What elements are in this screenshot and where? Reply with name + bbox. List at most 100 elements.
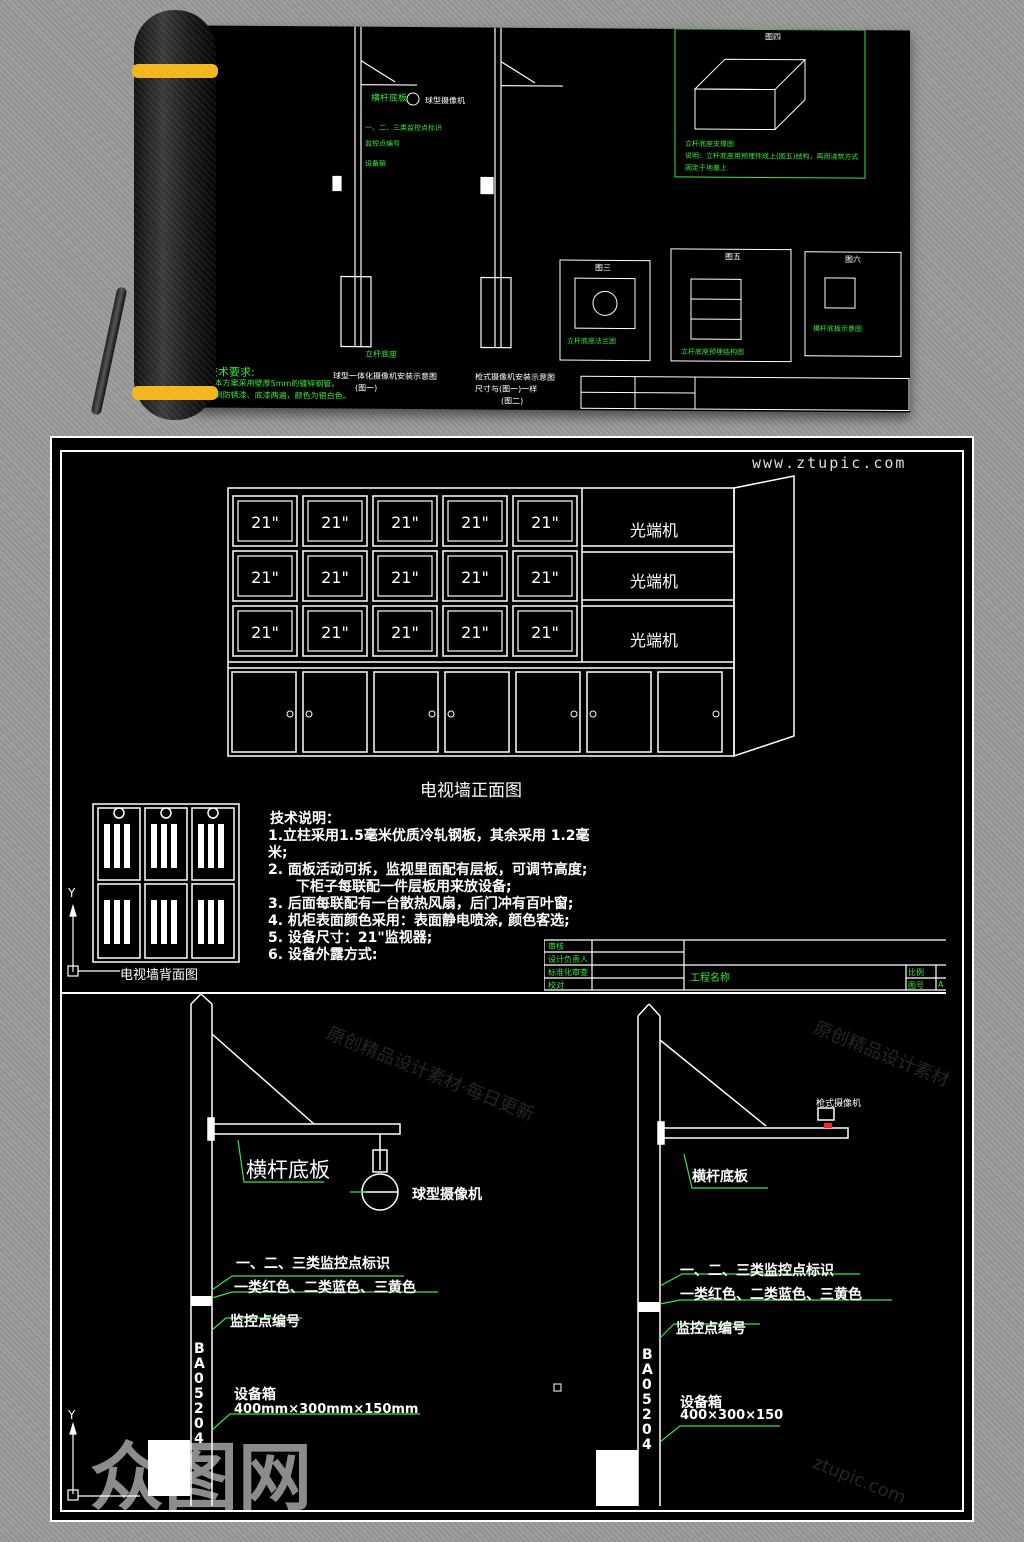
door-knob <box>286 710 294 718</box>
door-knob <box>589 710 597 718</box>
monitor-screen <box>517 555 573 597</box>
monitor-screen <box>237 555 293 597</box>
left-box-size: 400mm×300mm×150mm <box>234 1402 419 1417</box>
monitor-size-label: 21" <box>461 568 489 587</box>
vent-slot <box>171 824 177 868</box>
vent-slot <box>124 900 130 944</box>
cabinet-door <box>231 671 297 753</box>
tech-notes-title: 技术说明： <box>270 811 340 827</box>
fig1-marker-label: 一、二、三类监控点标识 <box>365 123 442 133</box>
monitor-size-label: 21" <box>531 513 559 532</box>
fig2-caption: 枪式摄像机安装示意图 <box>475 372 555 383</box>
fig4-title: 图四 <box>765 32 781 42</box>
right-box-size: 400×300×150 <box>680 1408 784 1423</box>
fig4-note-3: 固定于地基上 <box>685 163 727 173</box>
vent-slot <box>104 900 110 944</box>
section-divider <box>62 992 946 994</box>
title-block-scale: 比例 <box>908 968 924 977</box>
monitor-frame <box>512 605 578 657</box>
left-pole <box>148 994 401 1506</box>
right-pole <box>596 1003 849 1506</box>
watermark-url: www.ztupic.com <box>752 454 907 472</box>
roll-band-top <box>132 64 218 78</box>
monitor-size-label: 21" <box>391 513 419 532</box>
fig4-note-1: 立杆底座支撑图 <box>685 139 734 149</box>
left-number-label: 监控点编号 <box>230 1314 300 1330</box>
vent-slot <box>151 900 157 944</box>
tv-wall-back-drawing <box>67 803 240 977</box>
vent-slot <box>218 824 224 868</box>
title-block-row-2: 设计负责人 <box>548 955 588 964</box>
monitor-screen <box>307 555 363 597</box>
cabinet-doors <box>231 671 723 753</box>
cabinet-side <box>733 475 795 758</box>
optical-terminal-1: 光端机 <box>630 521 679 540</box>
main-drawing-frame <box>50 436 974 1522</box>
monitor-screen <box>377 555 433 597</box>
back-vents <box>104 824 224 944</box>
cabinet-door <box>302 671 368 753</box>
monitor-screen <box>307 610 363 652</box>
vent-slot <box>208 824 214 868</box>
monitor-size-label: 21" <box>321 568 349 587</box>
monitor-size-label: 21" <box>251 568 279 587</box>
vent-slot <box>124 824 130 868</box>
monitor-screen <box>237 500 293 542</box>
title-block-row-4: 校对 <box>548 981 564 990</box>
cabinet-door <box>444 671 510 753</box>
monitor-size-label: 21" <box>531 568 559 587</box>
pole-installation-drawings <box>67 994 892 1506</box>
roll-band-bottom <box>132 386 218 400</box>
right-camera-label: 枪式摄像机 <box>816 1099 862 1109</box>
monitor-frame <box>442 605 508 657</box>
fig1-pole <box>332 26 417 348</box>
fig1-number-label: 监控点编号 <box>365 139 400 148</box>
bottom-axis-y <box>67 1421 140 1501</box>
main-drawing-border <box>60 450 964 1512</box>
right-marker-colors: 一类红色、二类蓝色、三黄色 <box>680 1287 862 1303</box>
fig3-note: 立杆底座法兰图 <box>567 337 616 346</box>
monitor-frame <box>442 495 508 547</box>
monitor-frame <box>302 495 368 547</box>
monitor-size-label: 21" <box>251 513 279 532</box>
door-knob <box>712 710 720 718</box>
fig4-box-drawing <box>693 58 807 131</box>
cabinet-door <box>586 671 652 753</box>
monitor-frame <box>302 550 368 602</box>
monitor-screen <box>307 500 363 542</box>
fig1-camera-label: 球型摄像机 <box>425 96 465 106</box>
door-knob <box>570 710 578 718</box>
tech-note-1b: 米; <box>268 845 288 861</box>
tech-note-4: 4. 机柜表面颜色采用：表面静电喷涂, 颜色客选; <box>268 913 570 929</box>
fig5-title: 图五 <box>725 252 741 262</box>
fig1-camera-icon <box>406 92 420 106</box>
optical-terminal-3: 光端机 <box>630 631 679 650</box>
vent-slot <box>198 824 204 868</box>
title-block <box>544 939 946 991</box>
monitor-frame <box>442 550 508 602</box>
tech-note-3: 3. 后面每联配有一台散热风扇，后门冲有百叶窗; <box>268 896 574 912</box>
monitor-screen <box>447 610 503 652</box>
tech-note-5: 5. 设备尺寸：21"监视器; <box>268 930 433 946</box>
fig6-title: 图六 <box>845 255 861 265</box>
monitor-screen <box>377 500 433 542</box>
tech-note-2: 2. 面板活动可拆，监视里面配有层板，可调节高度; <box>268 862 588 878</box>
left-marker-title: 一、二、三类监控点标识 <box>236 1256 390 1272</box>
title-block-row-1: 审核 <box>548 942 564 951</box>
watermark-logo: 众图网 <box>90 1435 312 1521</box>
monitor-screen <box>517 500 573 542</box>
monitor-screen <box>447 500 503 542</box>
fig1-box-label: 设备箱 <box>365 159 386 168</box>
fig1-caption: 球型一体化摄像机安装示意图 <box>333 371 437 382</box>
pen <box>90 286 128 416</box>
door-knob <box>305 710 313 718</box>
top-tech-line-1: 1.本方案采用壁厚5mm的镀锌钢管。 <box>207 378 340 389</box>
top-drawing-sheet: 横杆底板 球型摄像机 一、二、三类监控点标识 监控点编号 设备箱 立杆底座 球型… <box>195 25 910 413</box>
vent-slot <box>198 900 204 944</box>
door-knob <box>447 710 455 718</box>
gun-camera-red-mark <box>824 1123 832 1128</box>
cabinet-door <box>657 671 723 753</box>
vent-slot <box>161 824 167 868</box>
fig6-note: 横杆底板示意图 <box>813 324 862 334</box>
monitor-frame <box>372 550 438 602</box>
